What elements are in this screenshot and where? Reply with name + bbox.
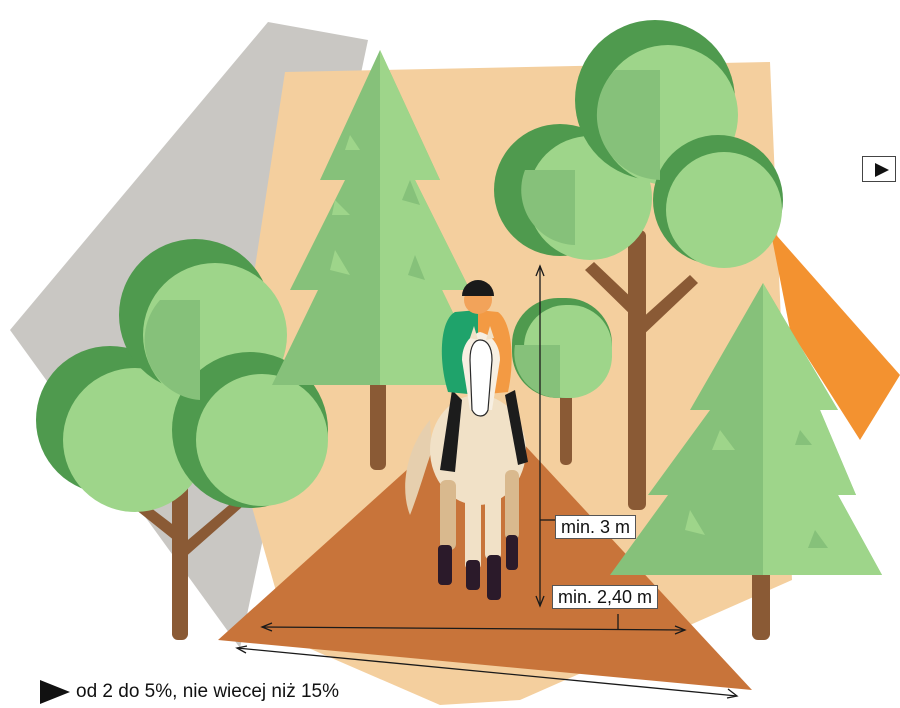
slope-note: od 2 do 5%, nie wiecej niż 15% (76, 681, 339, 703)
height-label: min. 3 m (555, 515, 636, 539)
triangle-right-icon (863, 157, 897, 183)
width-label: min. 2,40 m (552, 585, 658, 609)
corner-badge (862, 156, 896, 182)
triangle-right-icon (40, 680, 70, 704)
